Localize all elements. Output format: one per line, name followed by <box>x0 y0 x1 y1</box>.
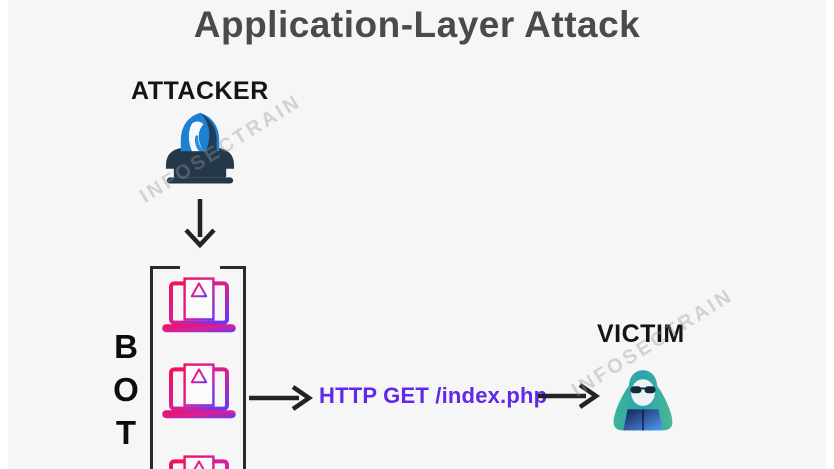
diagram-canvas <box>8 0 826 469</box>
botnet-bracket <box>243 266 246 469</box>
botnet-bracket <box>150 266 153 469</box>
botnet-bracket <box>220 266 246 269</box>
victim-at-laptop-icon <box>608 356 678 451</box>
botnet-letter: B <box>114 328 138 365</box>
http-request-label: HTTP GET /index.php <box>319 383 548 408</box>
botnet-bracket <box>150 266 180 269</box>
hacker-at-laptop-icon <box>152 108 248 203</box>
attacker-label: ATTACKER <box>131 77 269 105</box>
infected-laptop-icon <box>159 363 239 424</box>
infected-laptop-icon <box>159 455 239 469</box>
botnet-label: B O T <box>106 325 146 454</box>
infected-laptop-icon <box>159 277 239 338</box>
botnet-letter: O <box>113 371 139 408</box>
arrow-down-icon <box>182 199 218 254</box>
botnet-letter: T <box>115 414 137 451</box>
arrow-right-icon <box>249 384 313 417</box>
diagram-title: Application-Layer Attack <box>193 4 641 45</box>
victim-label: VICTIM <box>597 320 685 348</box>
arrow-right-icon <box>538 382 600 415</box>
